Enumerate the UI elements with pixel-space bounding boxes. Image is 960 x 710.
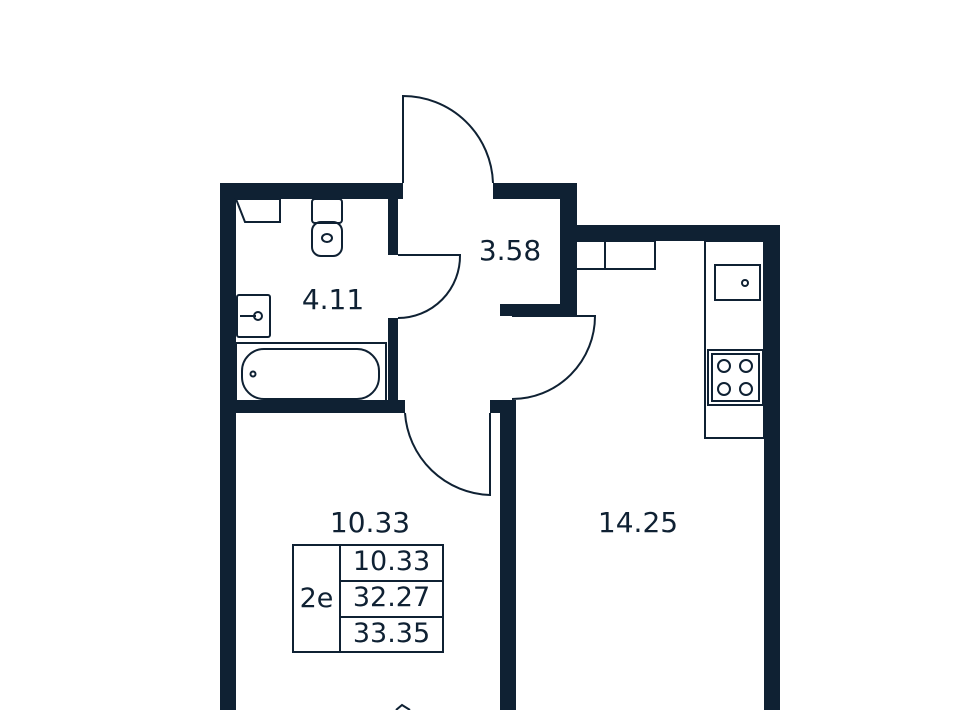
room-area-kitchen-living: 14.25 (597, 506, 679, 539)
room-area-bedroom: 10.33 (329, 506, 411, 539)
total-with-balcony-value: 33.35 (352, 618, 431, 649)
apartment-type-code: 2e (299, 583, 334, 614)
total-area-value: 32.27 (352, 582, 431, 613)
fixtures (234, 198, 765, 653)
room-area-hallway: 3.58 (478, 234, 542, 267)
summary-table-frame (292, 544, 444, 653)
living-area-value: 10.33 (352, 546, 431, 577)
room-area-bathroom: 4.11 (301, 283, 365, 316)
doors (395, 94, 597, 710)
walls (220, 183, 780, 710)
